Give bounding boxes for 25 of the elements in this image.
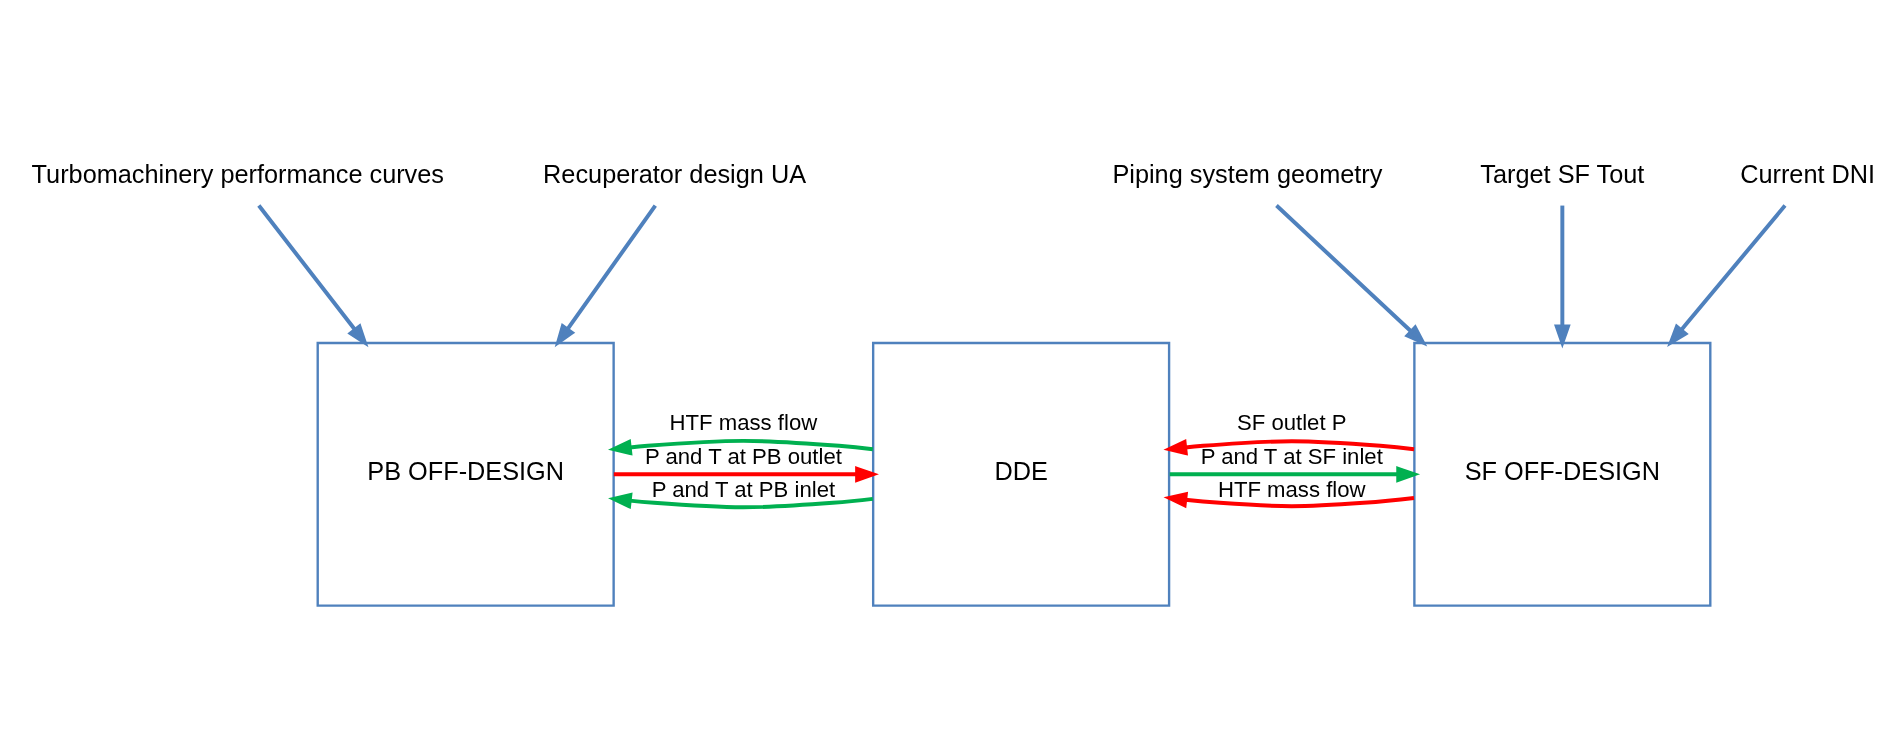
- node-box: SF OFF-DESIGN: [1413, 341, 1712, 607]
- edge-label: SF outlet P: [1236, 410, 1347, 436]
- arrow: [608, 492, 874, 510]
- node-box: PB OFF-DESIGN: [316, 341, 615, 607]
- node-text: Recuperator design UA: [543, 159, 807, 188]
- node-text: Current DNI: [1740, 159, 1876, 188]
- edge-label: HTF mass flow: [669, 410, 818, 436]
- arrow: [608, 438, 874, 456]
- arrow: [1163, 491, 1415, 509]
- arrow: [1169, 466, 1421, 483]
- arrow: [1275, 204, 1428, 347]
- arrow: [257, 204, 369, 348]
- arrow: [613, 466, 879, 483]
- arrow: [554, 204, 657, 348]
- node-text: Target SF Tout: [1480, 159, 1645, 188]
- node-box: DDE: [872, 341, 1171, 607]
- node-text: Turbomachinery performance curves: [31, 159, 445, 188]
- edge-label: HTF mass flow: [1217, 476, 1366, 502]
- edge-label: P and T at PB inlet: [651, 476, 836, 502]
- node-text: Piping system geometry: [1112, 159, 1383, 188]
- arrow: [1554, 205, 1571, 349]
- arrow: [1667, 204, 1787, 347]
- edge-label: P and T at SF inlet: [1200, 443, 1383, 469]
- arrow: [1163, 438, 1415, 456]
- edge-label: P and T at PB outlet: [644, 443, 842, 469]
